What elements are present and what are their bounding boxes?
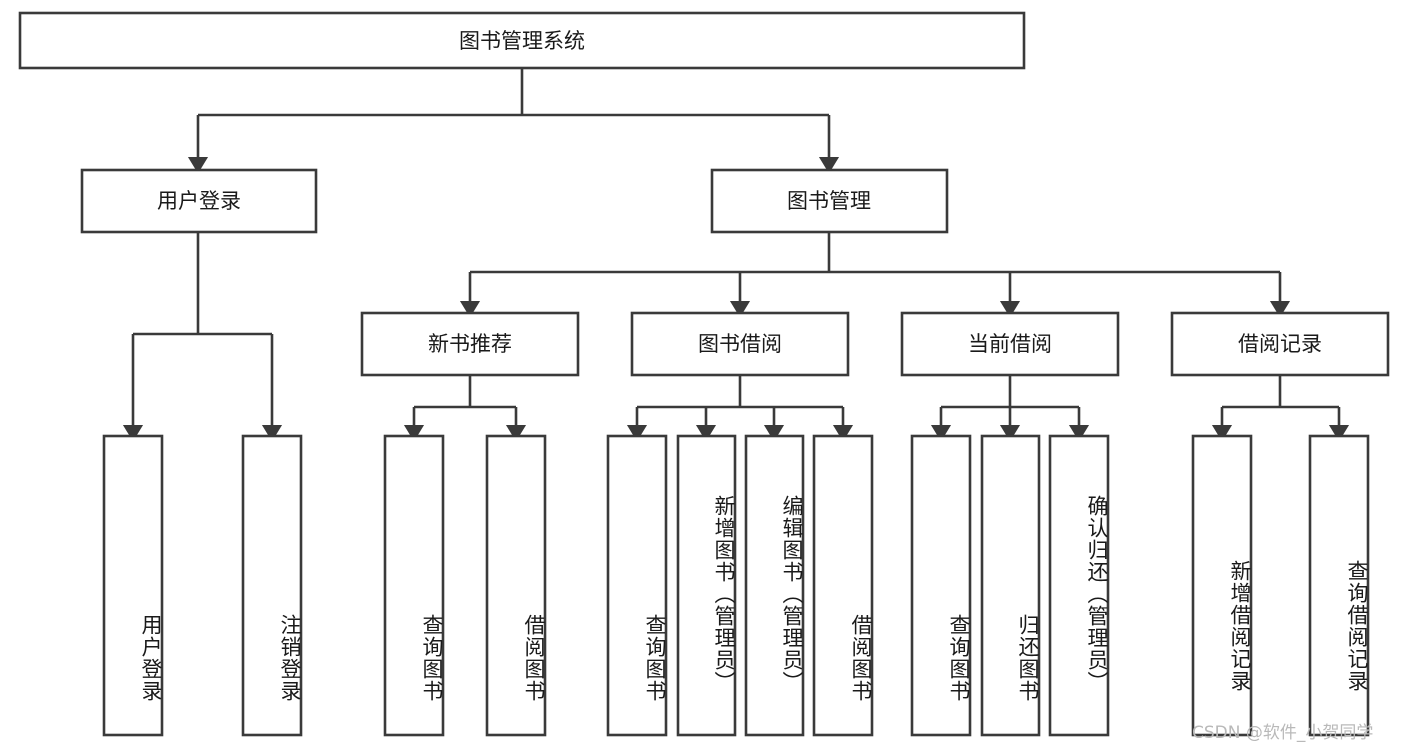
node-borrow-record-label: 借阅记录 <box>1238 332 1322 356</box>
node-leaf-borrow-book-1[interactable] <box>485 434 547 737</box>
node-leaf-user-login[interactable] <box>102 434 164 737</box>
node-leaf-query-book-3[interactable] <box>910 434 972 737</box>
node-root-label: 图书管理系统 <box>459 29 585 53</box>
connector-user-login-bus <box>122 232 283 442</box>
node-book-borrow[interactable]: 图书借阅 <box>630 311 850 377</box>
node-leaf-edit-book[interactable] <box>744 434 805 737</box>
node-leaf-logout-login[interactable] <box>241 434 303 737</box>
connector-new-book-recommend-bus <box>403 375 527 442</box>
csdn-watermark: CSDN @软件_小贺同学 <box>1192 723 1374 743</box>
node-new-book-recommend[interactable]: 新书推荐 <box>360 311 580 377</box>
node-leaf-confirm-return[interactable] <box>1048 434 1110 737</box>
node-current-borrow-label: 当前借阅 <box>968 332 1052 356</box>
node-leaf-query-book-2[interactable] <box>606 434 668 737</box>
node-user-login[interactable]: 用户登录 <box>80 168 318 234</box>
connector-root-bus <box>187 68 840 174</box>
connector-book-borrow-bus <box>626 375 854 442</box>
node-new-book-recommend-label: 新书推荐 <box>428 332 512 356</box>
connector-current-borrow-bus <box>930 375 1090 442</box>
node-leaf-return-book[interactable] <box>980 434 1041 737</box>
connector-borrow-record-bus <box>1211 375 1350 442</box>
node-book-borrow-label: 图书借阅 <box>698 332 782 356</box>
node-leaf-add-record[interactable] <box>1191 434 1253 737</box>
node-leaf-query-book-1[interactable] <box>383 434 445 737</box>
node-leaf-add-book[interactable] <box>676 434 737 737</box>
node-leaf-query-record[interactable] <box>1308 434 1370 737</box>
node-borrow-record[interactable]: 借阅记录 <box>1170 311 1390 377</box>
node-leaf-borrow-book-2[interactable] <box>812 434 874 737</box>
node-book-manage[interactable]: 图书管理 <box>710 168 949 234</box>
node-user-login-label: 用户登录 <box>157 189 241 213</box>
node-current-borrow[interactable]: 当前借阅 <box>900 311 1120 377</box>
connector-book-manage-bus <box>459 232 1291 318</box>
node-book-manage-label: 图书管理 <box>787 189 871 213</box>
node-root[interactable]: 图书管理系统 <box>18 11 1026 70</box>
